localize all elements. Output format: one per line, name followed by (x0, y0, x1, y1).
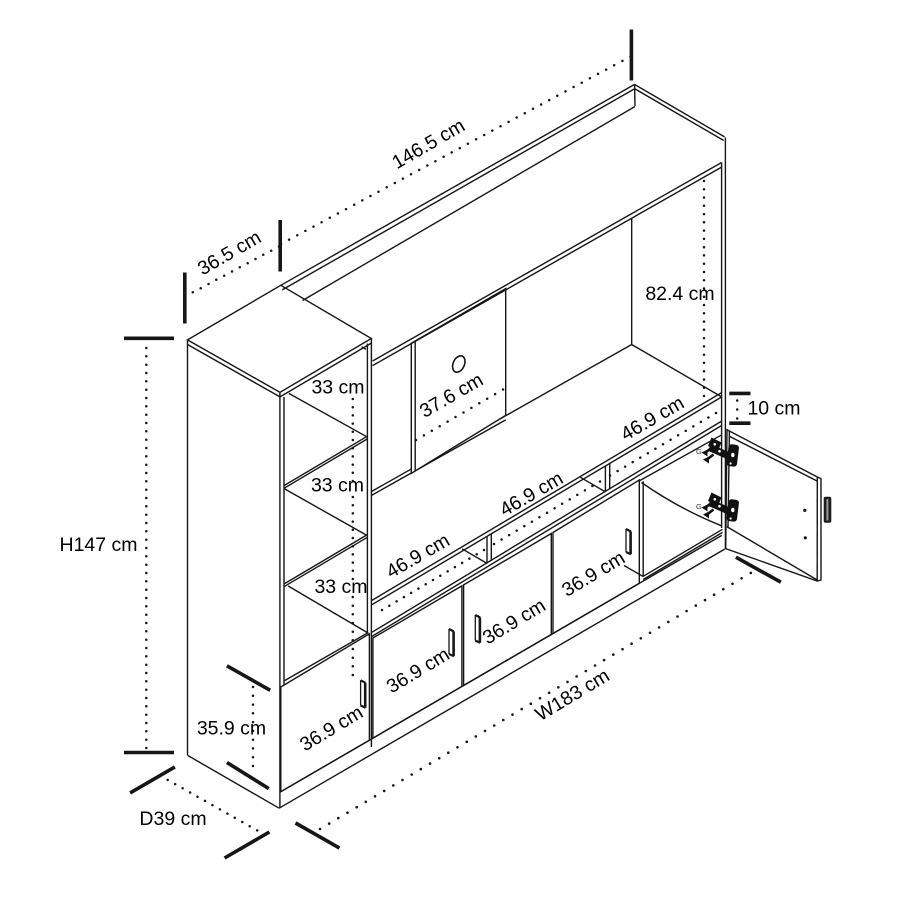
svg-text:33 cm: 33 cm (311, 377, 364, 399)
svg-text:33 cm: 33 cm (314, 576, 367, 598)
svg-text:82.4 cm: 82.4 cm (645, 283, 714, 305)
svg-text:33 cm: 33 cm (311, 475, 364, 497)
svg-text:G: G (696, 502, 702, 511)
svg-text:35.9 cm: 35.9 cm (197, 718, 266, 740)
svg-text:H147 cm: H147 cm (59, 534, 137, 556)
svg-text:G: G (696, 447, 702, 456)
svg-text:10 cm: 10 cm (747, 398, 800, 420)
svg-text:D39 cm: D39 cm (139, 808, 206, 830)
